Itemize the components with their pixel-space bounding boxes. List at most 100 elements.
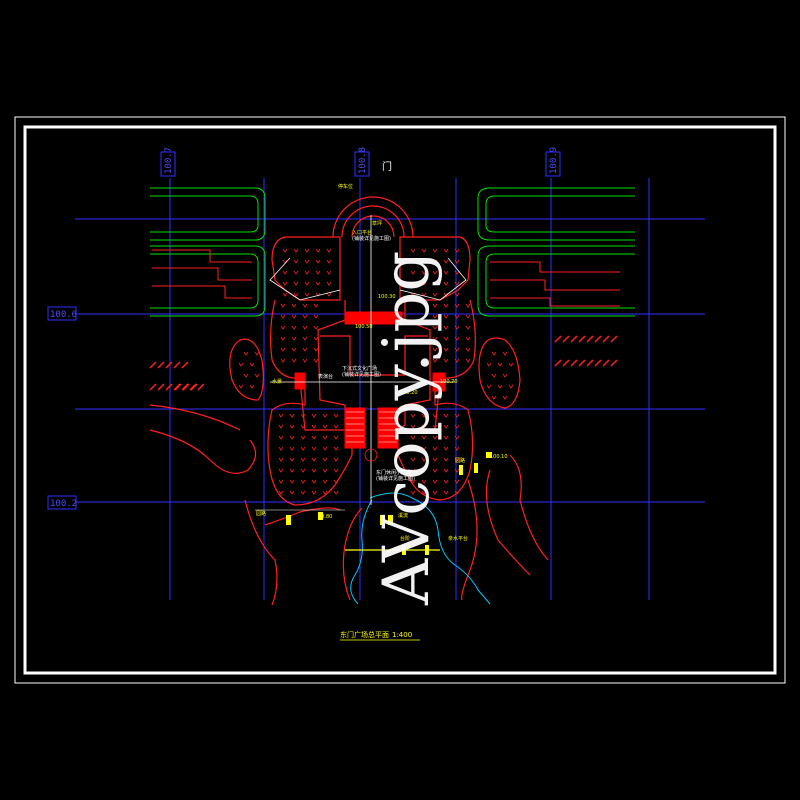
plant-symbol <box>465 336 471 341</box>
plant-symbol <box>443 413 449 418</box>
plant-symbol <box>311 457 317 462</box>
plant-symbol <box>313 303 319 308</box>
note-water: 水景 <box>272 378 282 385</box>
plant-symbol <box>410 281 416 286</box>
plant-symbol <box>432 490 438 495</box>
plant-symbol <box>293 281 299 286</box>
plant-symbol <box>280 358 286 363</box>
plant-symbol <box>302 347 308 352</box>
plant-symbol <box>280 336 286 341</box>
plant-symbol <box>322 457 328 462</box>
plant-symbol <box>491 351 497 356</box>
plant-symbol <box>300 457 306 462</box>
plant-symbol <box>333 435 339 440</box>
plant-symbol <box>326 281 332 286</box>
note-plaza: 下沉式文化广场 <box>342 365 377 372</box>
plant-symbol <box>443 435 449 440</box>
plant-symbol <box>254 373 260 378</box>
planting-hatch <box>238 248 514 495</box>
plant-symbol <box>313 314 319 319</box>
plant-symbol <box>278 413 284 418</box>
plant-symbol <box>432 281 438 286</box>
site-boundary <box>149 196 549 606</box>
plant-symbol <box>454 336 460 341</box>
note-path2: 园路 <box>256 510 266 517</box>
plant-symbol <box>421 446 427 451</box>
plant-symbol <box>322 424 328 429</box>
plant-symbol <box>454 413 460 418</box>
plant-symbol <box>280 325 286 330</box>
plant-symbol <box>291 347 297 352</box>
plant-symbol <box>432 413 438 418</box>
plant-symbol <box>280 314 286 319</box>
plant-symbol <box>410 457 416 462</box>
plant-symbol <box>322 468 328 473</box>
car-markers-right <box>554 335 618 367</box>
plant-symbol <box>432 457 438 462</box>
plant-symbol <box>313 358 319 363</box>
plant-symbol <box>313 347 319 352</box>
plant-symbol <box>421 479 427 484</box>
plant-symbol <box>454 325 460 330</box>
plant-symbol <box>278 435 284 440</box>
plant-symbol <box>293 248 299 253</box>
plant-symbol <box>410 435 416 440</box>
plant-symbol <box>304 270 310 275</box>
plant-symbol <box>315 248 321 253</box>
plant-symbol <box>421 457 427 462</box>
plant-symbol <box>410 468 416 473</box>
plant-symbol <box>410 270 416 275</box>
plant-symbol <box>293 292 299 297</box>
plant-symbol <box>280 303 286 308</box>
plant-symbol <box>282 248 288 253</box>
note-elev-f: 100.10 <box>490 454 508 460</box>
plant-symbol <box>443 248 449 253</box>
plant-symbol <box>326 248 332 253</box>
plant-symbol <box>300 479 306 484</box>
plant-symbol <box>333 457 339 462</box>
plant-symbol <box>304 259 310 264</box>
grid-label-top-1: 100.7 <box>164 147 174 174</box>
plant-symbol <box>502 395 508 400</box>
plant-symbol <box>443 270 449 275</box>
plant-symbol <box>421 468 427 473</box>
plant-symbol <box>289 468 295 473</box>
plant-symbol <box>465 325 471 330</box>
north-mark: 门 <box>382 160 392 173</box>
plant-symbol <box>454 479 460 484</box>
plant-symbol <box>302 303 308 308</box>
plant-symbol <box>322 413 328 418</box>
plant-symbol <box>313 336 319 341</box>
plant-symbol <box>282 281 288 286</box>
plant-symbol <box>421 281 427 286</box>
plant-symbol <box>282 270 288 275</box>
plant-symbol <box>454 303 460 308</box>
plant-symbol <box>432 347 438 352</box>
plant-symbol <box>249 362 255 367</box>
plant-symbol <box>302 336 308 341</box>
note-bridge: 亲水平台 <box>448 535 468 542</box>
plant-symbol <box>432 325 438 330</box>
plant-symbol <box>302 325 308 330</box>
plant-symbol <box>333 468 339 473</box>
plant-symbol <box>289 490 295 495</box>
plant-symbol <box>410 259 416 264</box>
plant-symbol <box>333 446 339 451</box>
plant-symbol <box>322 446 328 451</box>
plant-symbol <box>432 270 438 275</box>
plant-symbol <box>278 457 284 462</box>
plant-symbol <box>443 479 449 484</box>
plant-symbol <box>300 446 306 451</box>
plant-symbol <box>333 490 339 495</box>
plant-symbol <box>322 435 328 440</box>
plant-symbol <box>300 424 306 429</box>
plant-symbol <box>322 490 328 495</box>
grid-bubble-top-3: 100.9 <box>545 147 561 177</box>
plant-symbol <box>497 384 503 389</box>
plant-symbol <box>291 336 297 341</box>
plant-symbol <box>432 424 438 429</box>
plant-symbol <box>410 446 416 451</box>
grid-label-left-1: 100.6 <box>50 310 77 320</box>
plant-symbol <box>497 362 503 367</box>
